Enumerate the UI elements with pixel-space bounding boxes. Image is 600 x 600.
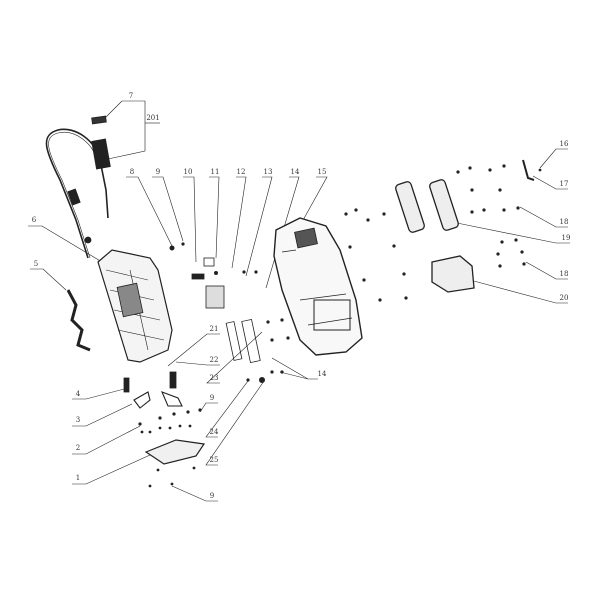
part-label-l20: 20	[559, 294, 569, 302]
part-label-l21: 21	[209, 325, 219, 333]
part-17-bracket	[522, 159, 535, 181]
part-13	[205, 285, 225, 309]
part-label-l5: 5	[33, 260, 39, 268]
part-label-l14b: 14	[317, 370, 327, 378]
part-23-rail-a	[225, 321, 243, 361]
fasteners	[138, 164, 542, 488]
part-5-cord	[66, 289, 91, 352]
part-label-l16: 16	[559, 140, 569, 148]
part-label-l10: 10	[183, 168, 193, 176]
part-1-base-plate	[144, 439, 206, 465]
part-3-lever	[133, 391, 151, 409]
part-label-l25: 25	[209, 456, 219, 464]
part-label-l17: 17	[559, 180, 569, 188]
part-7-connector	[91, 115, 107, 125]
part-label-l23: 23	[209, 374, 219, 382]
leader-lines	[28, 100, 570, 502]
part-label-l19: 19	[561, 234, 571, 242]
part-label-l9c: 9	[209, 492, 215, 500]
part-3-lever-b	[160, 391, 183, 407]
part-label-l2: 2	[75, 444, 81, 452]
part-label-l201: 201	[146, 114, 160, 122]
part-label-l8: 8	[129, 168, 135, 176]
part-201-cable-harness	[45, 128, 111, 259]
part-10	[191, 273, 205, 280]
part-19-pad-a	[395, 181, 425, 233]
part-label-l13: 13	[263, 168, 273, 176]
part-label-l1: 1	[75, 474, 81, 482]
part-label-l9a: 9	[155, 168, 161, 176]
part-label-l22: 22	[209, 356, 219, 364]
part-4-spring	[123, 377, 130, 393]
part-20-cover	[431, 255, 475, 293]
part-11	[203, 257, 215, 267]
part-label-l4: 4	[75, 390, 81, 398]
part-label-l15: 15	[317, 168, 327, 176]
part-4-spring-b	[169, 371, 177, 389]
part-label-l3: 3	[75, 416, 81, 424]
part-15-chassis	[273, 217, 363, 356]
part-23-rail-b	[241, 318, 261, 364]
part-label-l12: 12	[236, 168, 246, 176]
part-label-l7: 7	[128, 92, 134, 100]
part-label-l18a: 18	[559, 218, 569, 226]
part-label-l11: 11	[210, 168, 220, 176]
part-label-l14a: 14	[290, 168, 300, 176]
part-label-l6: 6	[31, 216, 37, 224]
part-label-l9b: 9	[209, 394, 215, 402]
part-label-l18b: 18	[559, 270, 569, 278]
part-6-housing	[97, 249, 173, 363]
part-label-l24: 24	[209, 428, 219, 436]
part-19-pad-b	[429, 179, 459, 231]
